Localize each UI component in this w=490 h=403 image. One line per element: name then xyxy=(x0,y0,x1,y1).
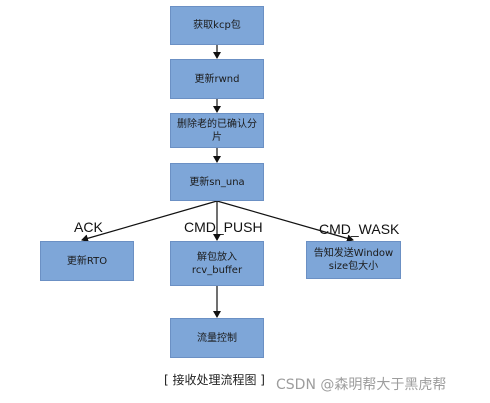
edge-sn-una-to-rto xyxy=(81,200,218,243)
edge-label-cmd-wask: CMD_WASK xyxy=(319,221,400,237)
diagram-caption: [ 接收处理流程图 ] xyxy=(164,373,265,387)
edge-sn-una-to-wask xyxy=(216,200,354,243)
edge-label-ack: ACK xyxy=(74,219,103,235)
node-flow-control: 流量控制 xyxy=(170,318,264,358)
node-unpack-to-rcv-buffer: 解包放入 rcv_buffer xyxy=(170,241,264,286)
node-update-sn-una: 更新sn_una xyxy=(170,163,264,201)
node-update-rwnd: 更新rwnd xyxy=(170,59,264,99)
node-notify-window-size: 告知发送Window size包大小 xyxy=(306,241,401,279)
edge-label-cmd-push: CMD_PUSH xyxy=(184,219,263,235)
node-delete-acked-segments: 删除老的已确认分 片 xyxy=(170,113,264,148)
node-update-rto: 更新RTO xyxy=(40,241,134,281)
watermark: CSDN @森明帮大于黑虎帮 xyxy=(276,377,447,393)
node-recv-kcp-packet: 获取kcp包 xyxy=(170,6,264,45)
